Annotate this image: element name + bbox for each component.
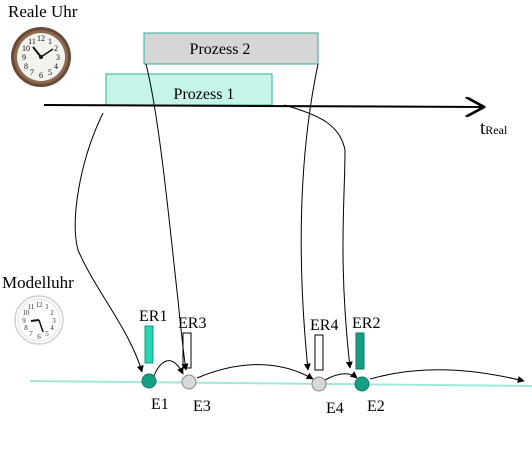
- event-e4-label: E4: [326, 400, 344, 417]
- event-e2-label: E2: [367, 398, 385, 415]
- arrow-process2-to-e4: [300, 63, 319, 371]
- svg-text:1: 1: [48, 37, 52, 46]
- er2-bar: [355, 332, 365, 370]
- svg-text:10: 10: [22, 44, 30, 53]
- svg-text:11: 11: [28, 37, 36, 46]
- svg-text:4: 4: [54, 62, 58, 71]
- arrow-e4-to-e2: [324, 371, 358, 381]
- svg-text:3: 3: [56, 53, 60, 62]
- svg-text:8: 8: [24, 324, 28, 332]
- arrow-e3-to-e4: [196, 364, 314, 380]
- event-e3-node: [181, 374, 197, 390]
- model-time-line: [29, 380, 532, 387]
- er3-bar: [182, 332, 192, 369]
- svg-text:3: 3: [52, 317, 56, 325]
- svg-text:9: 9: [22, 53, 26, 62]
- svg-text:4: 4: [50, 324, 54, 332]
- event-e4-node: [311, 376, 327, 392]
- event-e1-label: E1: [151, 396, 169, 413]
- arrow-real-to-e1: [74, 112, 144, 373]
- event-e2-node: [354, 376, 370, 392]
- svg-text:6: 6: [39, 71, 43, 80]
- process-2-bar: [143, 32, 319, 65]
- svg-text:9: 9: [22, 317, 26, 325]
- real-time-axis: [43, 105, 484, 107]
- svg-text:12: 12: [37, 34, 45, 43]
- model-clock-label: Modelluhr: [2, 273, 74, 292]
- svg-text:5: 5: [48, 68, 52, 77]
- arrow-e1-to-e3: [152, 360, 184, 379]
- er1-label: ER1: [139, 308, 167, 325]
- process-2-label: Prozess 2: [190, 41, 251, 58]
- er3-label: ER3: [178, 315, 206, 332]
- svg-text:10: 10: [23, 309, 31, 317]
- event-e1-node: [141, 373, 157, 389]
- svg-text:12: 12: [36, 301, 44, 309]
- process-1-bar: [105, 73, 273, 106]
- event-e3-label: E3: [193, 398, 211, 415]
- arrow-process2-to-e3: [145, 63, 189, 371]
- svg-text:2: 2: [50, 309, 54, 317]
- svg-text:6: 6: [37, 333, 41, 341]
- svg-text:7: 7: [29, 330, 33, 338]
- svg-text:8: 8: [24, 62, 28, 71]
- svg-text:2: 2: [54, 44, 58, 53]
- er2-label: ER2: [352, 315, 380, 332]
- svg-text:11: 11: [28, 303, 35, 311]
- er4-label: ER4: [310, 317, 338, 334]
- arrow-process1-to-e2: [283, 104, 353, 369]
- svg-text:7: 7: [30, 68, 34, 77]
- svg-text:5: 5: [45, 330, 49, 338]
- process-1-label: Prozess 1: [174, 86, 235, 103]
- real-time-axis-label: tReal: [480, 118, 508, 139]
- er1-bar: [144, 325, 154, 364]
- arrow-e2-onward: [369, 369, 525, 383]
- er4-bar: [314, 334, 324, 371]
- real-clock-label: Reale Uhr: [8, 2, 78, 21]
- svg-text:1: 1: [45, 303, 49, 311]
